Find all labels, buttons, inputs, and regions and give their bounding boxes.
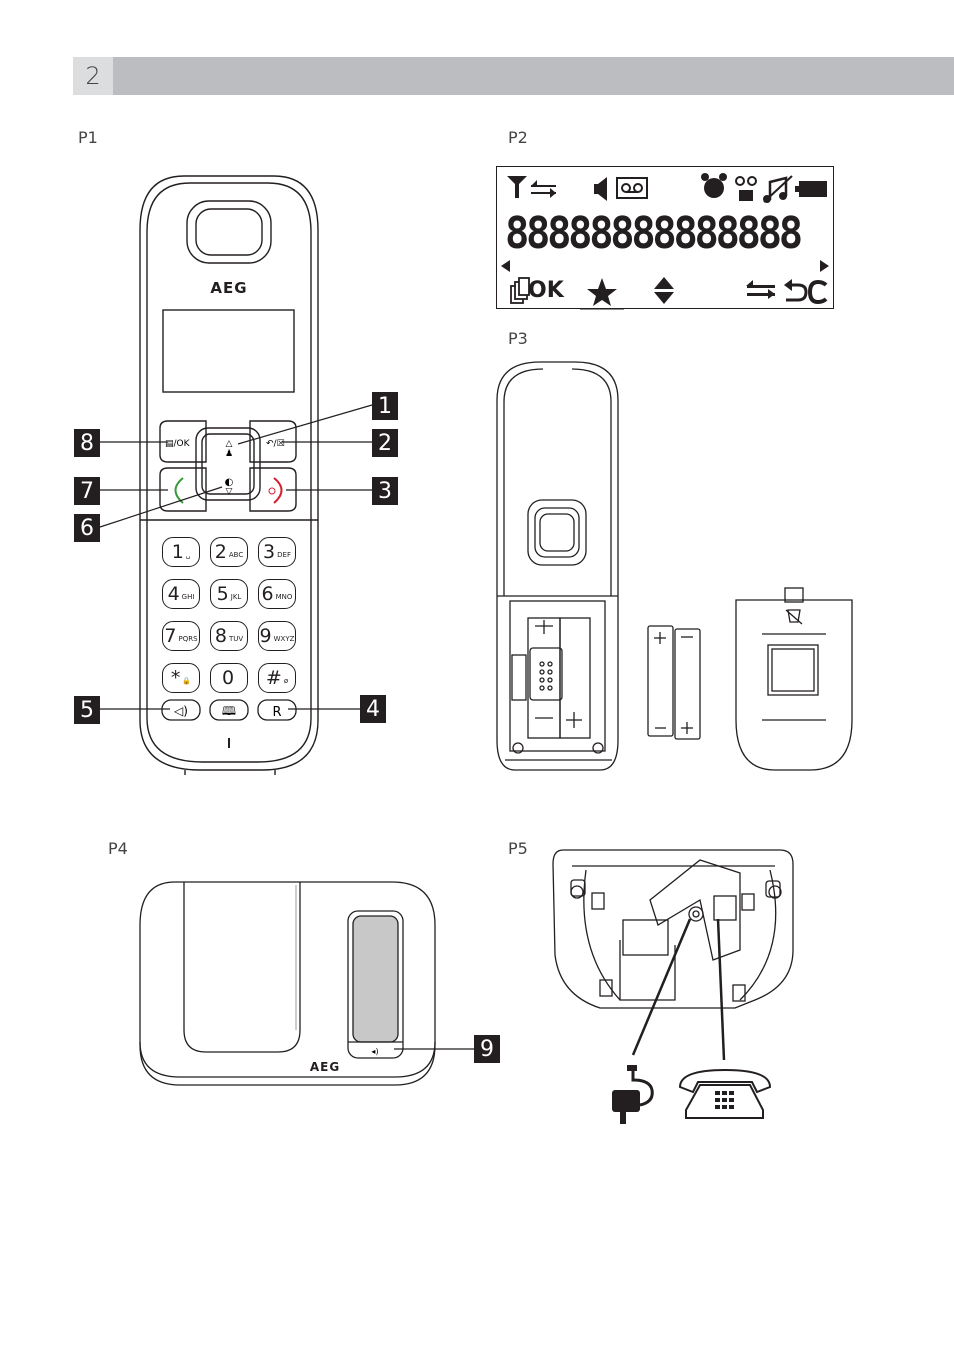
- svg-text:▽: ▽: [226, 487, 233, 497]
- figure-label-p4: P4: [108, 839, 128, 858]
- clear-icon: [807, 279, 828, 305]
- figure-label-p5: P5: [508, 839, 528, 858]
- handset-brand-logo: AEG: [210, 279, 247, 297]
- speaker-key[interactable]: [161, 699, 201, 721]
- scroll-right-icon: [820, 260, 829, 272]
- keypad-key-letters: WXYZ: [273, 635, 295, 643]
- telephone-icon: [678, 1068, 772, 1119]
- keypad-key-digit: 6: [261, 583, 274, 605]
- battery-icon: [795, 181, 827, 197]
- callout-4: 4: [360, 695, 386, 723]
- keypad-key-letters: 🔒: [182, 677, 192, 685]
- paging-icon: ◂): [371, 1047, 378, 1056]
- callout-9: 9: [474, 1035, 500, 1063]
- menu-icon: [510, 277, 530, 304]
- keypad-key-letters: TUV: [228, 635, 244, 643]
- voicemail-icon: [735, 176, 757, 201]
- svg-text:♟: ♟: [225, 449, 233, 459]
- up-down-icon: [654, 277, 674, 289]
- section-number: 2: [73, 57, 113, 95]
- keypad-key-digit: 0: [221, 667, 235, 689]
- callout-7: 7: [74, 477, 100, 505]
- keypad-key-letters: JKL: [230, 593, 242, 601]
- alarm-icon: [701, 173, 727, 198]
- keypad-key-letters: MNO: [275, 593, 293, 601]
- keypad-key-letters: ␣: [185, 551, 191, 559]
- callout-6: 6: [74, 514, 100, 542]
- keypad-key-letters: ABC: [228, 551, 244, 559]
- lcd-ok-label: OK: [528, 278, 564, 303]
- figure-label-p2: P2: [508, 128, 528, 147]
- section-header-bar: [73, 57, 954, 95]
- callout-1: 1: [372, 392, 398, 420]
- keypad-key[interactable]: #ø: [258, 663, 296, 693]
- callout-3: 3: [372, 477, 398, 505]
- callout-8: 8: [74, 429, 100, 457]
- keypad-key-digit: 1: [171, 541, 184, 563]
- speaker-icon: ◁): [173, 704, 188, 718]
- keypad-key-digit: 7: [164, 625, 177, 647]
- keypad-key-digit: 3: [263, 541, 276, 563]
- svg-text:△: △: [226, 439, 233, 449]
- intercom-icon: [531, 180, 556, 198]
- keypad-key-digit: 4: [167, 583, 180, 605]
- speaker-icon: [594, 177, 607, 201]
- svg-text:◐: ◐: [225, 477, 234, 488]
- r-key-label: R: [272, 705, 281, 720]
- keypad-key[interactable]: *🔒: [162, 663, 200, 693]
- figure-label-p3: P3: [508, 329, 528, 348]
- lcd-display-frame: [496, 166, 834, 309]
- scroll-left-icon: [501, 260, 510, 272]
- phonebook-icon: 🕮: [222, 704, 236, 718]
- callout-5: 5: [74, 696, 100, 724]
- figure-label-p1: P1: [78, 128, 98, 147]
- phonebook-key[interactable]: [209, 699, 249, 721]
- power-adapter-icon: [612, 1065, 654, 1124]
- keypad-key[interactable]: 1␣: [162, 537, 200, 567]
- keypad-key[interactable]: 0: [210, 663, 248, 693]
- back-icon: [746, 279, 808, 302]
- keypad-key-letters: ø: [283, 677, 289, 685]
- ringer-off-icon: [763, 175, 793, 203]
- r-key[interactable]: [257, 699, 297, 721]
- keypad-key-digit: *: [170, 667, 181, 689]
- keypad-key-letters: GHI: [181, 593, 195, 601]
- back-clear-key-label: ↶/☒: [266, 439, 285, 449]
- keypad-key-letters: DEF: [277, 551, 291, 559]
- keypad-key-digit: 2: [214, 541, 227, 563]
- lcd-digit-segments: 88888888888888: [505, 208, 803, 259]
- callout-2: 2: [372, 429, 398, 457]
- base-brand-logo: AEG: [310, 1060, 340, 1074]
- keypad-key-digit: 9: [259, 625, 272, 647]
- menu-ok-key-label: ▤/OK: [165, 439, 191, 449]
- keypad-key-digit: #: [265, 667, 282, 689]
- answering-machine-icon: [616, 177, 648, 199]
- antenna-icon: [507, 176, 527, 198]
- keypad-key-digit: 5: [216, 583, 229, 605]
- star-icon: [587, 278, 617, 306]
- keypad-key-letters: PQRS: [178, 635, 198, 643]
- keypad-key-digit: 8: [214, 625, 227, 647]
